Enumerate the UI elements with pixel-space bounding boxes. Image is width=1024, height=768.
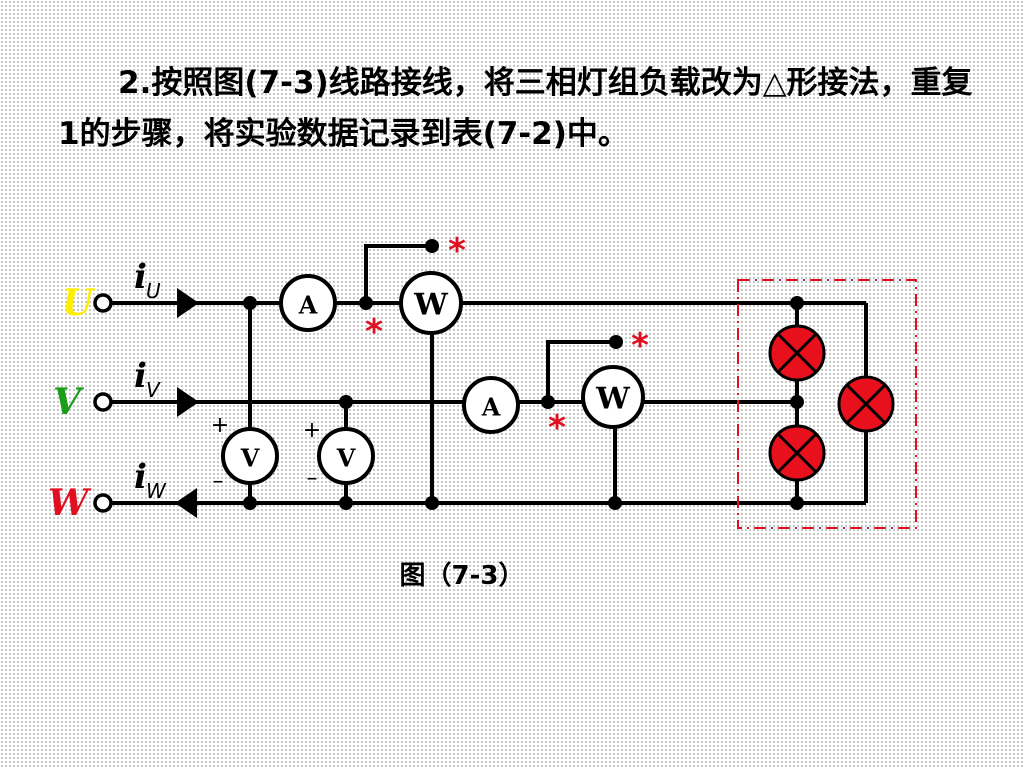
svg-text:A: A [298,291,318,320]
phase-label-u: U [62,282,96,324]
terminal-u [93,293,113,313]
current-label-v: i [134,356,147,396]
current-arrow-v [177,387,199,417]
svg-text:A: A [481,393,501,422]
figure-caption: 图（7-3） [400,561,525,591]
lamp-wu [837,375,895,433]
voltmeter-1: V [221,427,279,485]
wattmeter-1: W [399,271,463,335]
instruction-text: 2.按照图(7-3)线路接线，将三相灯组负载改为△形接法，重复1的步骤，将实验数… [58,58,988,160]
current-subscript-w: W [146,479,167,503]
wattmeter-2: W [581,365,645,429]
junction-dots [243,239,804,510]
svg-text:W: W [413,288,449,323]
voltmeter-2-plus: + [303,418,321,443]
terminal-w [93,493,113,513]
phase-label-w: W [48,482,92,524]
voltmeter-2-minus: – [307,466,318,491]
phase-lines [111,301,866,505]
delta-load-box [737,279,917,529]
polarity-mark-w1-voltage: * [448,231,466,271]
terminal-v [93,392,113,412]
lamp-uv [768,324,826,382]
current-arrow-w [175,488,197,518]
voltmeter-2: V [317,427,375,485]
polarity-mark-w2-current: * [548,408,566,448]
svg-text:V: V [336,444,356,473]
voltmeter-1-plus: + [211,413,229,438]
ammeter-2: A [462,376,520,434]
step-number: 2. [118,65,152,101]
current-subscript-v: V [146,378,161,402]
instruction-body: 按照图(7-3)线路接线，将三相灯组负载改为△形接法，重复1的步骤，将实验数据记… [58,65,973,152]
polarity-mark-w2-voltage: * [631,326,649,366]
current-arrow-u [177,288,199,318]
svg-text:V: V [240,444,260,473]
voltmeter-1-minus: – [213,469,224,494]
current-label-u: i [134,257,147,297]
ammeter-1: A [279,274,337,332]
lamp-vw [768,424,826,482]
current-label-w: i [134,457,147,497]
phase-label-v: V [53,381,84,423]
svg-text:W: W [595,382,631,417]
polarity-mark-w1-current: * [365,312,383,352]
current-subscript-u: U [146,279,161,303]
